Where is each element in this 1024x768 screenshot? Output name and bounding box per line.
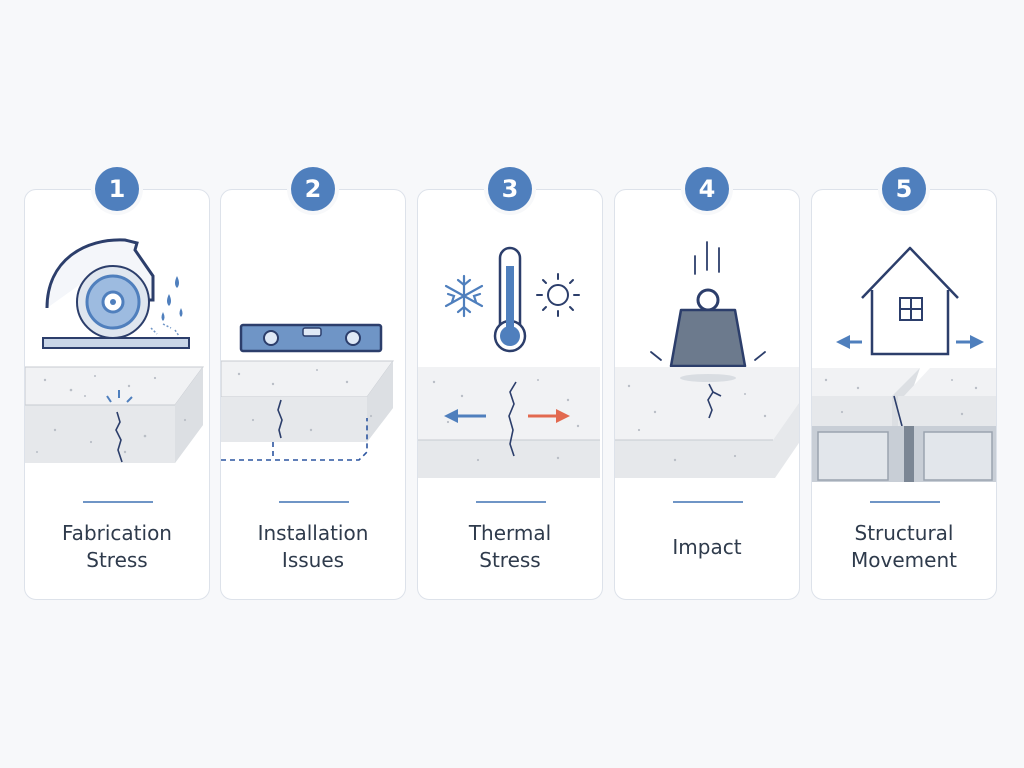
arrow-right-icon — [528, 409, 570, 423]
house-icon — [812, 246, 996, 482]
step-number-badge: 5 — [882, 167, 926, 211]
step-number-badge: 3 — [488, 167, 532, 211]
step-number-badge: 4 — [685, 167, 729, 211]
circular-saw-icon — [25, 238, 204, 463]
divider-line — [673, 501, 743, 503]
snowflake-icon — [444, 274, 484, 318]
divider-line — [476, 501, 546, 503]
divider-line — [279, 501, 349, 503]
divider-line — [83, 501, 153, 503]
card-impact: Impact — [614, 189, 800, 600]
weight-icon — [615, 241, 799, 478]
step-label: Impact — [672, 535, 742, 559]
thermometer-icon — [418, 246, 600, 478]
step-number-badge: 2 — [291, 167, 335, 211]
divider-line — [870, 501, 940, 503]
step-number-badge: 1 — [95, 167, 139, 211]
sun-icon — [536, 273, 580, 317]
arrow-left-icon — [836, 335, 862, 349]
arrow-right-icon — [956, 335, 984, 349]
spirit-level-icon — [221, 323, 394, 461]
arrow-left-icon — [444, 409, 486, 423]
